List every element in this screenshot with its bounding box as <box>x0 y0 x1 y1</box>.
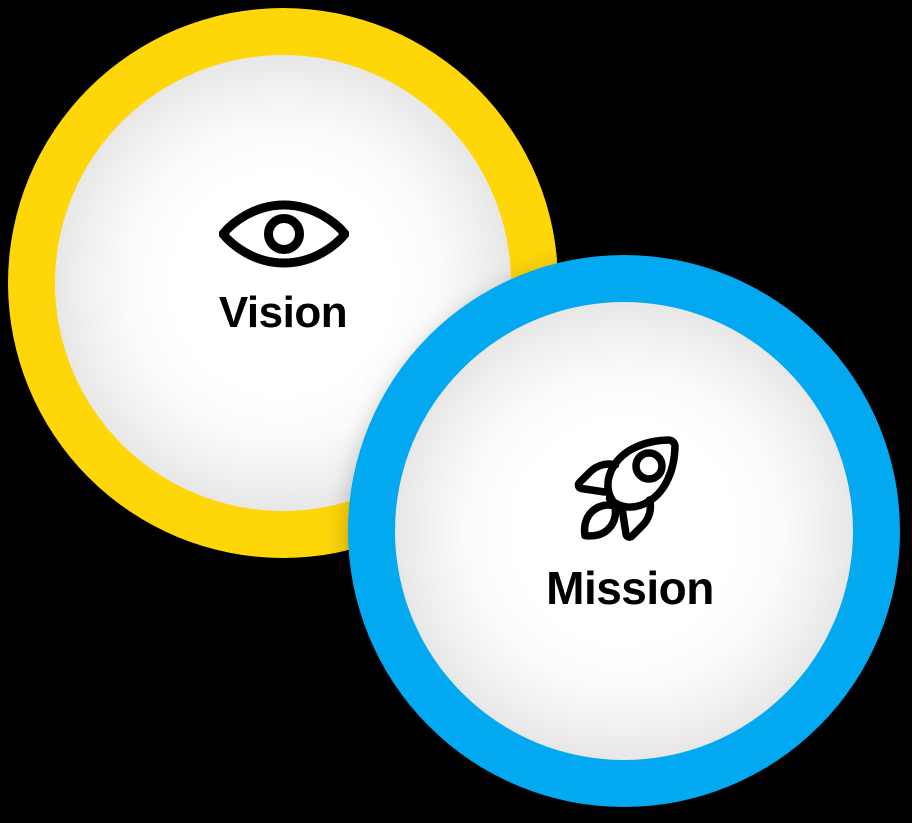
vision-bubble[interactable]: Vision <box>8 8 558 558</box>
mission-bubble-face <box>395 302 853 760</box>
mission-bubble[interactable]: Mission <box>348 255 900 807</box>
